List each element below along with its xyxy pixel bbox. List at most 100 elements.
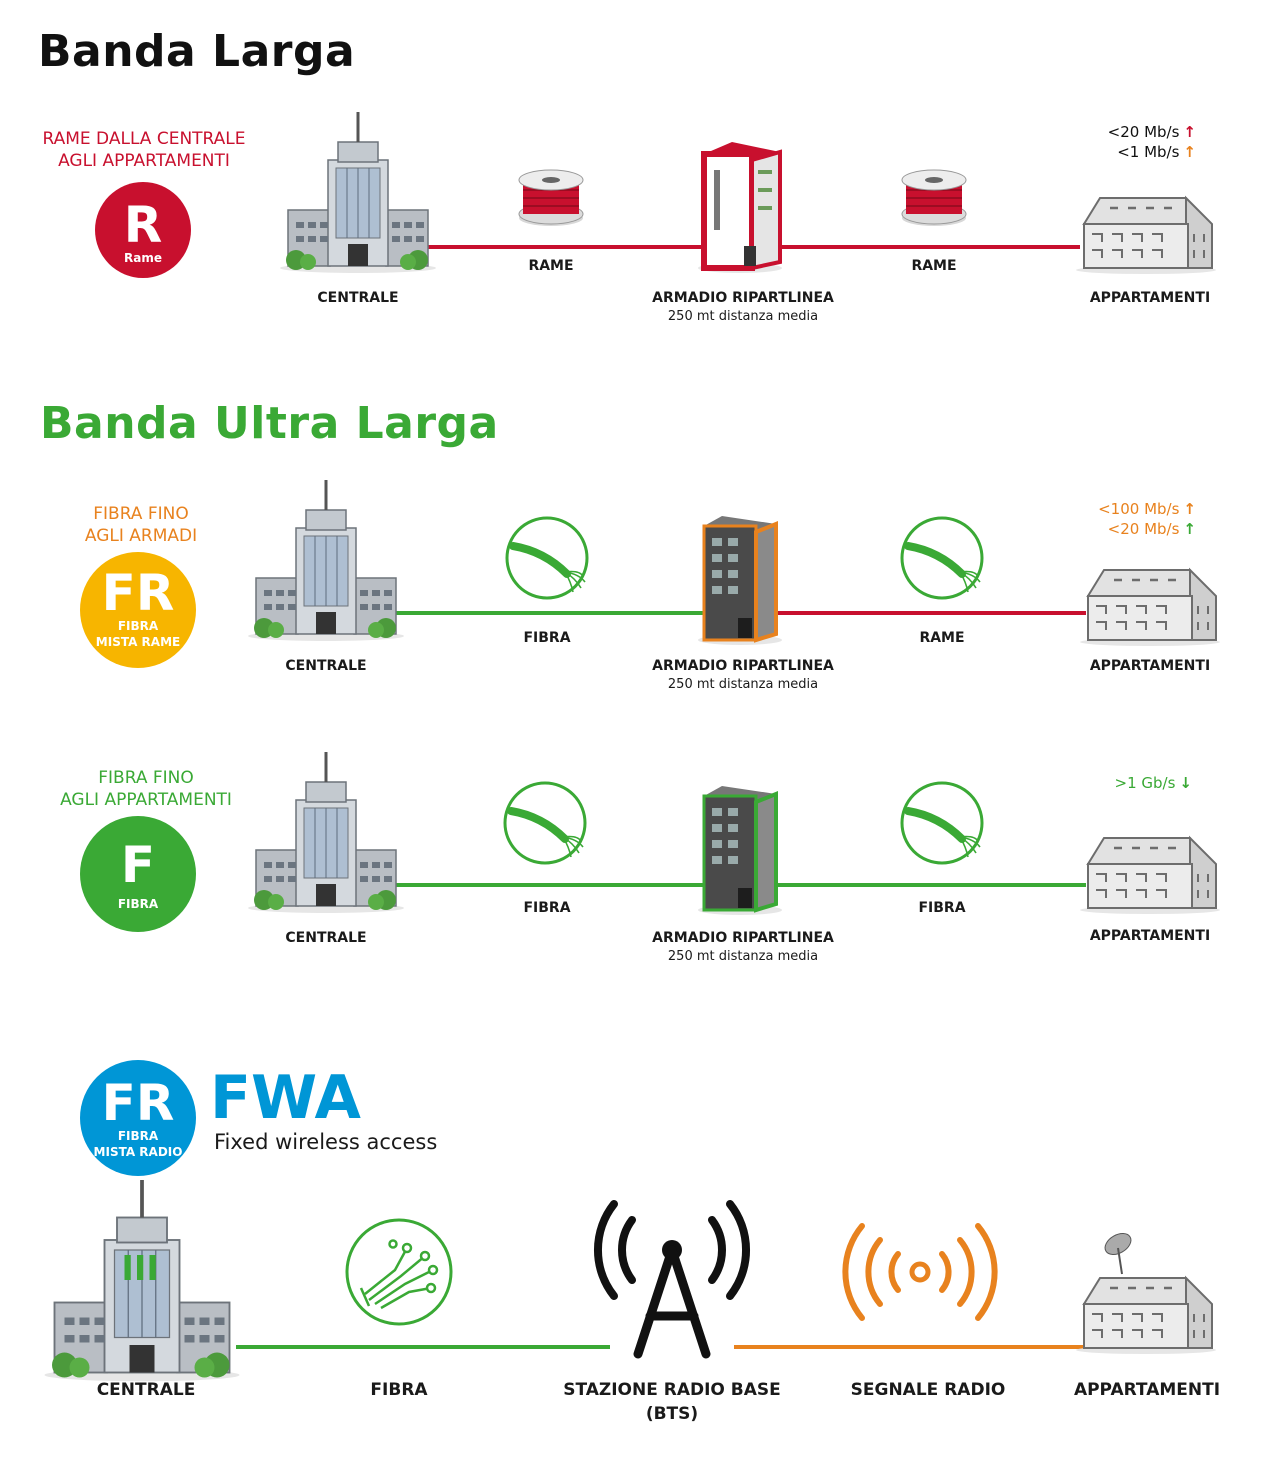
label-link-fibra: FIBRA bbox=[523, 900, 571, 916]
badge-letter: R bbox=[123, 196, 163, 254]
link-line-fibra bbox=[388, 611, 708, 615]
centrale-building-icon bbox=[42, 1178, 242, 1384]
badge-fibra-mista-radio: FR FIBRA MISTA RADIO bbox=[80, 1060, 196, 1176]
tag-line-1: FIBRA FINO bbox=[98, 768, 194, 788]
tag-line-2: AGLI APPARTAMENTI bbox=[58, 151, 230, 171]
link-line-fibra bbox=[236, 1345, 610, 1349]
badge-sub-1: FIBRA bbox=[117, 619, 159, 633]
armadio-title: ARMADIO RIPARTLINEA bbox=[652, 658, 834, 674]
speed-readout: <20 Mb/s↑ <1 Mb/s↑ bbox=[1108, 122, 1196, 162]
radio-tower-icon bbox=[593, 1200, 751, 1359]
label-armadio: ARMADIO RIPARTLINEA 250 mt distanza medi… bbox=[652, 930, 834, 964]
apartment-building-icon bbox=[1078, 568, 1222, 648]
link-line-radio bbox=[734, 1345, 1084, 1349]
speed-up-row: <1 Mb/s↑ bbox=[1108, 142, 1196, 162]
cable-reel-icon bbox=[518, 169, 584, 227]
label-link-radio: SEGNALE RADIO bbox=[850, 1380, 1006, 1400]
link-line-rame-2 bbox=[780, 245, 1080, 249]
label-link-rame: RAME bbox=[911, 258, 957, 274]
speed-readout: <100 Mb/s↑ <20 Mb/s↑ bbox=[1098, 499, 1196, 539]
speed-down-row: <20 Mb/s↑ bbox=[1108, 122, 1196, 142]
badge-sub-2: MISTA RADIO bbox=[93, 1145, 183, 1159]
badge-letter: FR bbox=[101, 564, 175, 622]
tag-line-2: AGLI ARMADI bbox=[84, 526, 198, 546]
tag-rame: RAME DALLA CENTRALE AGLI APPARTAMENTI bbox=[42, 128, 245, 172]
badge-sub: Rame bbox=[124, 251, 162, 265]
label-armadio: ARMADIO RIPARTLINEA 250 mt distanza medi… bbox=[652, 658, 834, 692]
label-link-fibra: FIBRA bbox=[918, 900, 966, 916]
arrow-up-icon: ↑ bbox=[1183, 123, 1196, 141]
armadio-distance: 250 mt distanza media bbox=[667, 949, 819, 964]
centrale-building-icon bbox=[246, 478, 406, 643]
badge-letter: F bbox=[120, 836, 156, 894]
tag-line-2: AGLI APPARTAMENTI bbox=[60, 790, 232, 810]
badge-fibra: F FIBRA bbox=[80, 816, 196, 932]
speed-readout: >1 Gb/s↓ bbox=[1115, 773, 1192, 793]
bts-abbr: (BTS) bbox=[645, 1404, 699, 1424]
link-line-rame bbox=[776, 611, 1086, 615]
label-appartamenti: APPARTAMENTI bbox=[1089, 658, 1211, 674]
speed-up: <1 Mb/s bbox=[1117, 143, 1180, 161]
speed-down: <100 Mb/s bbox=[1098, 500, 1180, 518]
link-line-fibra bbox=[388, 883, 708, 887]
fiber-optic-icon bbox=[547, 558, 548, 559]
tag-fttc: FIBRA FINO AGLI ARMADI bbox=[85, 503, 197, 547]
apartment-satellite-icon bbox=[1074, 1233, 1218, 1356]
speed-down: <20 Mb/s bbox=[1107, 123, 1180, 141]
label-armadio: ARMADIO RIPARTLINEA 250 mt distanza medi… bbox=[652, 290, 834, 324]
cable-reel-icon bbox=[901, 169, 967, 227]
radio-signal-icon bbox=[842, 1223, 998, 1321]
badge-sub: FIBRA bbox=[117, 897, 159, 911]
label-centrale: CENTRALE bbox=[285, 930, 367, 946]
cabinet-icon bbox=[697, 785, 783, 916]
speed-gbit: >1 Gb/s bbox=[1114, 774, 1176, 792]
label-link-fibra: FIBRA bbox=[370, 1380, 428, 1400]
label-centrale: CENTRALE bbox=[317, 290, 399, 306]
link-line-fibra bbox=[776, 883, 1086, 887]
badge-fibra-mista-rame: FR FIBRA MISTA RAME bbox=[80, 552, 196, 668]
cabinet-icon bbox=[698, 142, 782, 273]
label-appartamenti: APPARTAMENTI bbox=[1089, 928, 1211, 944]
speed-up-row: <20 Mb/s↑ bbox=[1098, 519, 1196, 539]
speed-down-row: <100 Mb/s↑ bbox=[1098, 499, 1196, 519]
badge-sub-1: FIBRA bbox=[117, 1129, 159, 1143]
arrow-up-icon: ↑ bbox=[1183, 520, 1196, 538]
badge-rame: R Rame bbox=[95, 182, 191, 278]
label-link-rame: RAME bbox=[528, 258, 574, 274]
apartment-building-icon bbox=[1078, 836, 1222, 916]
bts-title: STAZIONE RADIO BASE bbox=[563, 1380, 781, 1400]
arrow-up-icon: ↑ bbox=[1183, 143, 1196, 161]
label-appartamenti: APPARTAMENTI bbox=[1073, 1380, 1221, 1400]
apartment-building-icon bbox=[1074, 196, 1218, 276]
label-centrale: CENTRALE bbox=[285, 658, 367, 674]
section-title-banda-ultra-larga: Banda Ultra Larga bbox=[40, 398, 499, 449]
label-bts: STAZIONE RADIO BASE (BTS) bbox=[563, 1378, 781, 1426]
fiber-circuit-icon bbox=[345, 1218, 453, 1326]
label-centrale: CENTRALE bbox=[96, 1380, 196, 1400]
arrow-up-icon: ↑ bbox=[1183, 500, 1196, 518]
fiber-optic-icon bbox=[942, 823, 943, 824]
arrow-down-icon: ↓ bbox=[1179, 774, 1192, 792]
link-line-rame-1 bbox=[420, 245, 710, 249]
centrale-building-icon bbox=[246, 750, 406, 915]
badge-letter: FR bbox=[101, 1074, 175, 1132]
speed-up: <20 Mb/s bbox=[1107, 520, 1180, 538]
label-link-fibra: FIBRA bbox=[523, 630, 571, 646]
fiber-optic-icon bbox=[942, 558, 943, 559]
section-title-banda-larga: Banda Larga bbox=[38, 26, 356, 77]
tag-line-1: FIBRA FINO bbox=[93, 504, 189, 524]
fwa-subtitle: Fixed wireless access bbox=[214, 1130, 438, 1154]
tag-ftth: FIBRA FINO AGLI APPARTAMENTI bbox=[60, 767, 232, 811]
badge-sub-2: MISTA RAME bbox=[95, 635, 181, 649]
centrale-building-icon bbox=[278, 110, 438, 275]
label-link-rame: RAME bbox=[919, 630, 965, 646]
cabinet-icon bbox=[697, 515, 783, 646]
armadio-distance: 250 mt distanza media bbox=[667, 677, 819, 692]
fiber-optic-icon bbox=[545, 823, 546, 824]
armadio-distance: 250 mt distanza media bbox=[667, 309, 819, 324]
armadio-title: ARMADIO RIPARTLINEA bbox=[652, 290, 834, 306]
label-appartamenti: APPARTAMENTI bbox=[1089, 290, 1211, 306]
armadio-title: ARMADIO RIPARTLINEA bbox=[652, 930, 834, 946]
fwa-title: FWA bbox=[210, 1063, 361, 1133]
tag-line-1: RAME DALLA CENTRALE bbox=[42, 129, 246, 149]
